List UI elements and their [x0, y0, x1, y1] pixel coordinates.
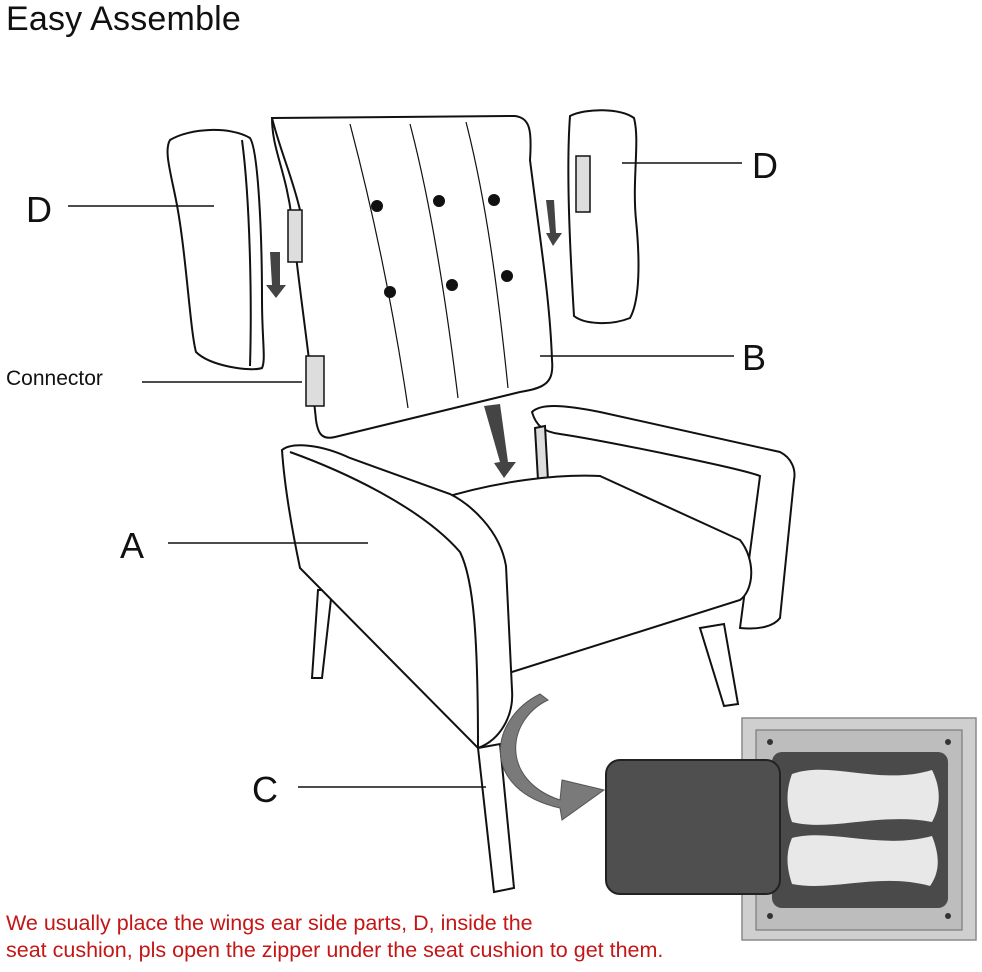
label-c: C	[252, 769, 278, 810]
note-line-1: We usually place the wings ear side part…	[6, 911, 533, 935]
label-connector: Connector	[6, 367, 103, 390]
leader-lines	[68, 162, 742, 788]
note-line-2: seat cushion, pls open the zipper under …	[6, 938, 664, 962]
assembly-arrows	[266, 200, 562, 478]
assembly-note: We usually place the wings ear side part…	[6, 910, 766, 964]
backrest-part	[270, 114, 554, 439]
label-d-right: D	[752, 145, 778, 186]
tuft-button	[384, 286, 396, 298]
tuft-button	[446, 279, 458, 291]
label-b: B	[742, 337, 767, 378]
tuft-button	[501, 270, 513, 282]
tuft-button	[433, 195, 445, 207]
cushion-inset-panel	[605, 717, 977, 941]
left-wing-part	[166, 129, 265, 371]
label-a: A	[120, 525, 145, 566]
chair-base-part	[280, 405, 796, 894]
curved-arrow	[499, 693, 606, 821]
right-wing-part	[567, 109, 640, 324]
tuft-button	[371, 200, 383, 212]
diagram-title: Easy Assemble	[6, 0, 242, 38]
tuft-button	[488, 194, 500, 206]
label-d-left: D	[26, 189, 52, 230]
